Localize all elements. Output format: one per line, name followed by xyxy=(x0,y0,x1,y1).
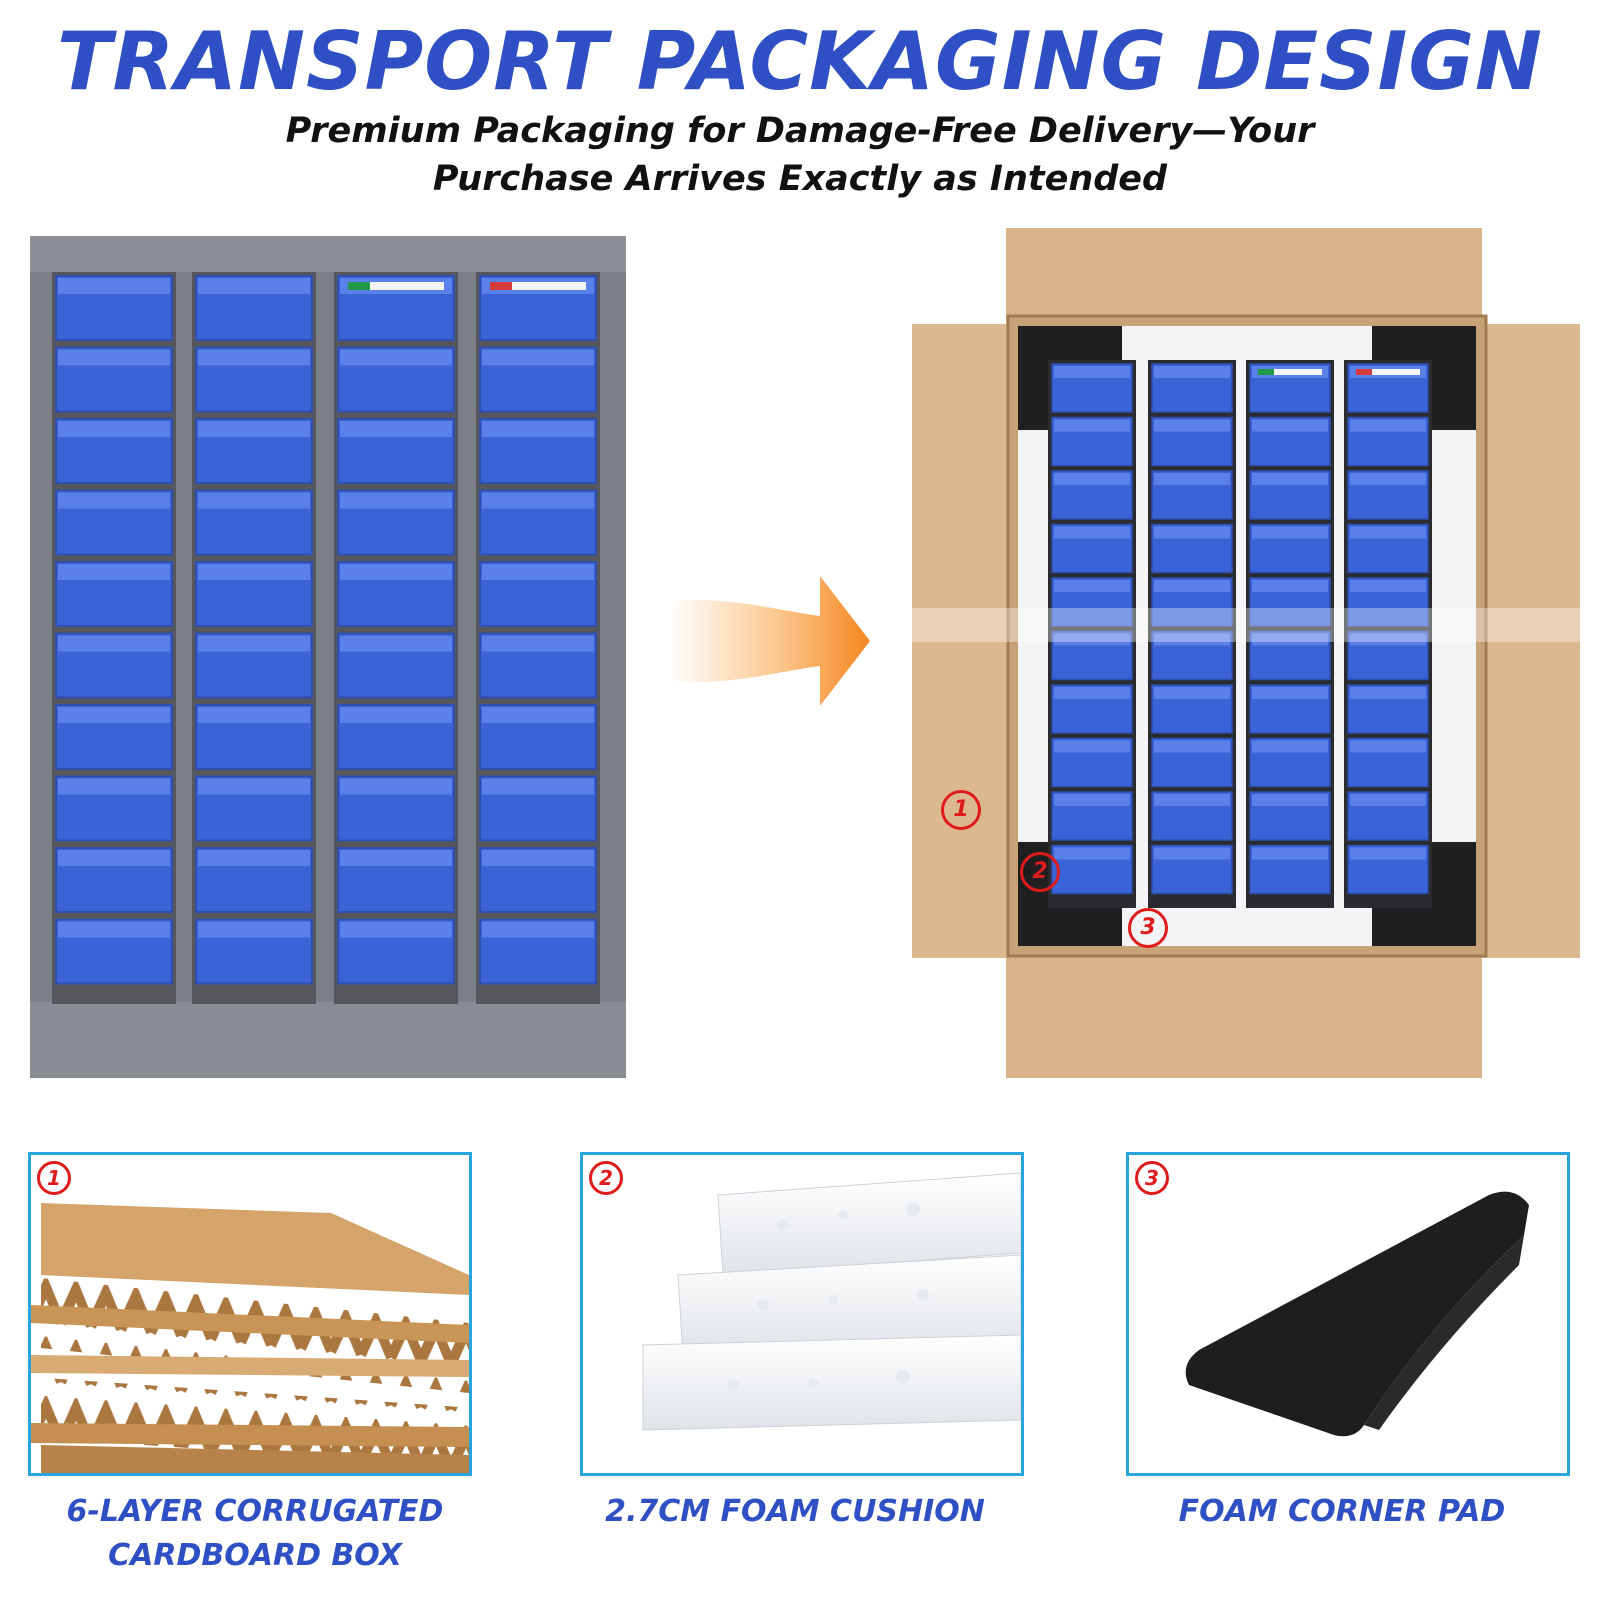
feature-number-2: 2 xyxy=(589,1161,623,1195)
packaged-box-image xyxy=(912,228,1580,1078)
feature-caption-3-line-1: FOAM CORNER PAD xyxy=(1178,1494,1506,1529)
feature-panel-corner-pad: 3 xyxy=(1126,1152,1570,1476)
feature-caption-2: 2.7CM FOAM CUSHION xyxy=(560,1490,1030,1534)
marker-1: 1 xyxy=(941,790,981,830)
subtitle-line-1: Premium Packaging for Damage-Free Delive… xyxy=(285,111,1315,151)
corrugated-cardboard-image xyxy=(31,1203,469,1473)
feature-panel-cardboard: 1 xyxy=(28,1152,472,1476)
foam-corner-pad-image xyxy=(1185,1191,1529,1437)
marker-2: 2 xyxy=(1020,852,1060,892)
feature-caption-2-line-1: 2.7CM FOAM CUSHION xyxy=(605,1494,985,1529)
feature-number-3: 3 xyxy=(1135,1161,1169,1195)
feature-panel-foam: 2 xyxy=(580,1152,1024,1476)
feature-number-1: 1 xyxy=(37,1161,71,1195)
feature-caption-1: 6-LAYER CORRUGATED CARDBOARD BOX xyxy=(20,1490,490,1578)
page-title: TRANSPORT PACKAGING DESIGN xyxy=(56,15,1544,108)
foam-cushion-image xyxy=(642,1172,1021,1431)
feature-caption-1-line-2: CARDBOARD BOX xyxy=(108,1538,402,1573)
feature-caption-3: FOAM CORNER PAD xyxy=(1112,1490,1572,1534)
arrow-right-icon xyxy=(670,576,870,706)
drawer-cabinet-image xyxy=(30,236,626,1078)
subtitle-line-2: Purchase Arrives Exactly as Intended xyxy=(432,159,1168,199)
feature-caption-1-line-1: 6-LAYER CORRUGATED xyxy=(66,1494,444,1529)
marker-3: 3 xyxy=(1128,908,1168,948)
